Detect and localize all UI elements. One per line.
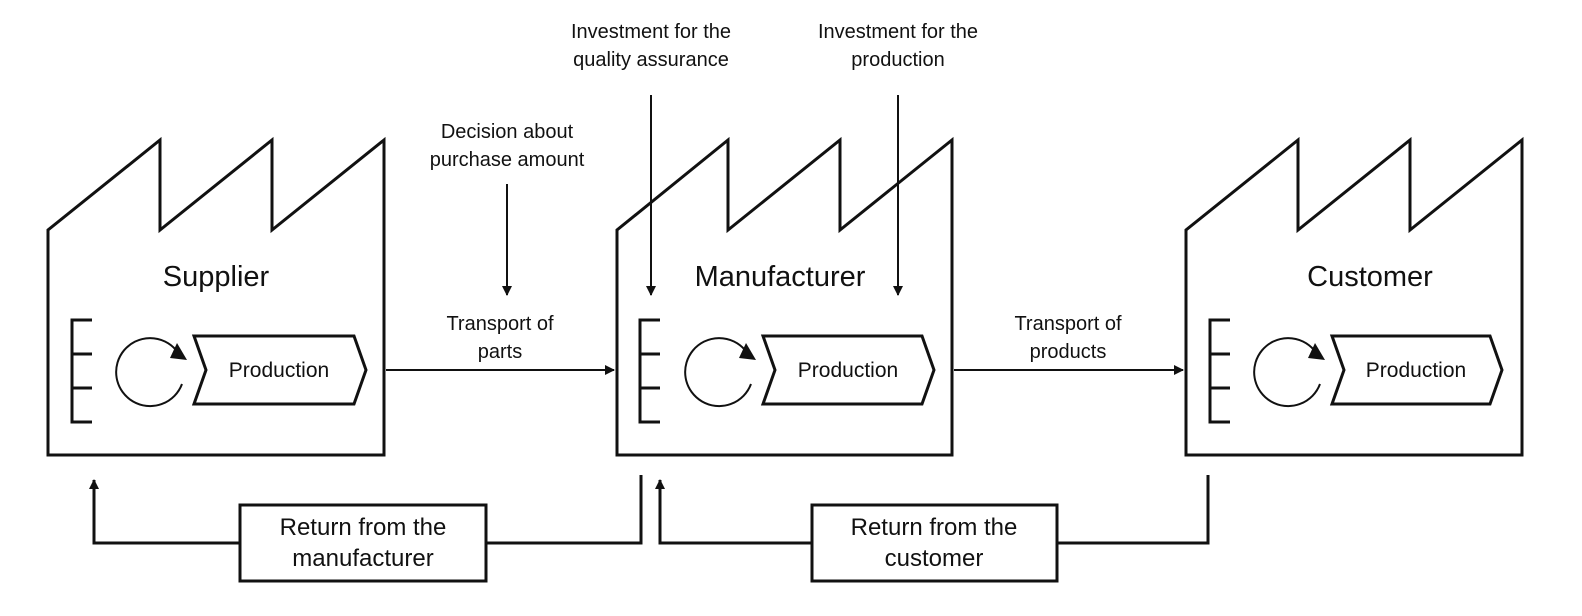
process-label-supplier: Production (229, 359, 329, 382)
investment-production: Investment for the production (818, 21, 978, 296)
process-label-customer: Production (1366, 359, 1466, 382)
return-customer-line-left (655, 479, 812, 545)
transport-products-label-line1: Transport of (1014, 313, 1122, 335)
return-from-customer: Return from the customer (655, 475, 1210, 583)
inventory-icon (638, 318, 660, 424)
return-customer-line-right (1057, 475, 1210, 545)
investment-production-label-line1: Investment for the (818, 21, 978, 43)
return-customer-box (810, 503, 1059, 583)
inventory-icon (1208, 318, 1230, 424)
cycle-icon (115, 337, 187, 408)
return-manufacturer-line-left (89, 479, 240, 545)
decision-purchase-label-line1: Decision about (441, 121, 574, 143)
decision-purchase-amount: Decision about purchase amount (430, 121, 585, 296)
return-customer-label-line2: customer (885, 545, 984, 572)
factory-title-manufacturer: Manufacturer (695, 261, 866, 293)
transport-products-flow: Transport of products (954, 313, 1184, 375)
investment-production-label-line2: production (851, 49, 944, 71)
transport-parts-flow: Transport of parts (386, 313, 615, 375)
factory-supplier: Supplier Production (46, 136, 386, 457)
return-manufacturer-label-line2: manufacturer (292, 545, 433, 572)
investment-qa-label-line1: Investment for the (571, 21, 731, 43)
return-customer-label-line1: Return from the (851, 514, 1018, 541)
investment-quality-assurance: Investment for the quality assurance (571, 21, 731, 296)
transport-parts-label-line2: parts (478, 341, 522, 363)
factory-title-customer: Customer (1307, 261, 1433, 293)
factory-title-supplier: Supplier (163, 261, 270, 293)
return-manufacturer-line-right (486, 475, 643, 545)
decision-purchase-label-line2: purchase amount (430, 149, 585, 171)
cycle-icon (1253, 337, 1325, 408)
inventory-icon (70, 318, 92, 424)
investment-qa-label-line2: quality assurance (573, 49, 729, 71)
return-from-manufacturer: Return from the manufacturer (89, 475, 643, 583)
process-chevron-icon (1329, 334, 1504, 406)
process-chevron-icon (760, 334, 936, 406)
process-chevron-icon (191, 334, 368, 406)
factory-icon (1184, 136, 1524, 457)
cycle-icon (684, 337, 756, 408)
factory-icon (46, 136, 386, 457)
process-label-manufacturer: Production (798, 359, 898, 382)
return-manufacturer-label-line1: Return from the (280, 514, 447, 541)
return-manufacturer-box (238, 503, 488, 583)
factory-customer: Customer Production (1184, 136, 1524, 457)
factory-icon (615, 136, 954, 457)
transport-parts-label-line1: Transport of (446, 313, 554, 335)
transport-products-label-line2: products (1030, 341, 1107, 363)
factory-manufacturer: Manufacturer Production (615, 136, 954, 457)
